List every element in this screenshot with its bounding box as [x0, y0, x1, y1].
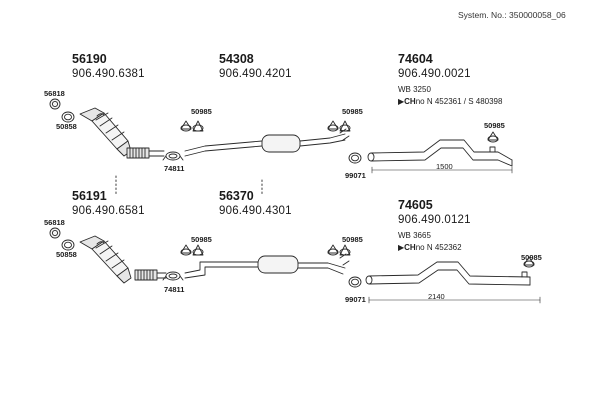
- ch-prefix: CH: [404, 97, 416, 106]
- oe-number-74604: 906.490.0021: [398, 68, 471, 80]
- tail-pipe-74604: [367, 139, 513, 167]
- label-56818-bottom: 56818: [44, 218, 65, 227]
- hanger-50985-top-a: [180, 120, 204, 132]
- clamp-74811-top: [162, 151, 184, 161]
- wheelbase-74604: WB 3250: [398, 85, 431, 94]
- gasket-56818-top: [49, 98, 61, 110]
- label-50985-top-b: 50985: [342, 107, 363, 116]
- dimension-2140: [368, 296, 541, 304]
- label-50985-bottom-c: 50985: [521, 253, 542, 262]
- hanger-50985-top-c: [487, 131, 499, 143]
- gasket-50858-bottom: [61, 239, 75, 251]
- arrow-icon: ▶: [398, 243, 405, 252]
- part-number-74605: 74605: [398, 198, 433, 212]
- arrow-icon: ▶: [398, 97, 405, 106]
- label-99071-bottom: 99071: [345, 295, 366, 304]
- ch-text: no N 452361 / S 480398: [415, 97, 503, 106]
- flex-pipe-bottom: [134, 269, 167, 281]
- hanger-50985-bottom-b: [327, 244, 351, 256]
- label-50985-top-a: 50985: [191, 107, 212, 116]
- middle-pipe-56370: [184, 253, 350, 279]
- label-50985-bottom-b: 50985: [342, 235, 363, 244]
- gasket-56818-bottom: [49, 227, 61, 239]
- ch-text: no N 452362: [415, 243, 462, 252]
- length-2140: 2140: [428, 292, 445, 301]
- clamp-74811-bottom: [162, 271, 184, 281]
- gasket-50858-top: [61, 111, 75, 123]
- label-74811-top: 74811: [164, 164, 185, 173]
- part-number-56191: 56191: [72, 189, 107, 203]
- part-number-74604: 74604: [398, 52, 433, 66]
- hanger-50985-bottom-c: [523, 256, 535, 268]
- catalytic-converter-56191: [79, 235, 132, 284]
- clamp-99071-bottom: [348, 276, 362, 288]
- label-50858-top: 50858: [56, 122, 77, 131]
- length-1500: 1500: [436, 162, 453, 171]
- part-number-56370: 56370: [219, 189, 254, 203]
- label-50985-top-c: 50985: [484, 121, 505, 130]
- catalytic-converter-56190: [79, 107, 132, 157]
- oe-number-56190: 906.490.6381: [72, 68, 145, 80]
- system-number: System. No.: 350000058_06: [458, 10, 566, 20]
- part-number-56190: 56190: [72, 52, 107, 66]
- hanger-50985-top-b: [327, 120, 351, 132]
- dimension-1500: [371, 166, 513, 174]
- label-50985-bottom-a: 50985: [191, 235, 212, 244]
- hanger-50985-bottom-a: [180, 244, 204, 256]
- oe-number-54308: 906.490.4201: [219, 68, 292, 80]
- wheelbase-74605: WB 3665: [398, 231, 431, 240]
- oe-number-74605: 906.490.0121: [398, 214, 471, 226]
- ch-prefix: CH: [404, 243, 416, 252]
- tail-pipe-74605: [365, 261, 531, 286]
- oe-number-56191: 906.490.6581: [72, 205, 145, 217]
- label-56818-top: 56818: [44, 89, 65, 98]
- middle-pipe-54308: [184, 128, 350, 157]
- flex-pipe-top: [126, 147, 165, 159]
- clamp-99071-top: [348, 152, 362, 164]
- label-50858-bottom: 50858: [56, 250, 77, 259]
- chassis-note-74604: ▶CHno N 452361 / S 480398: [398, 97, 502, 106]
- chassis-note-74605: ▶CHno N 452362: [398, 243, 462, 252]
- label-99071-top: 99071: [345, 171, 366, 180]
- oe-number-56370: 906.490.4301: [219, 205, 292, 217]
- part-number-54308: 54308: [219, 52, 254, 66]
- label-74811-bottom: 74811: [164, 285, 185, 294]
